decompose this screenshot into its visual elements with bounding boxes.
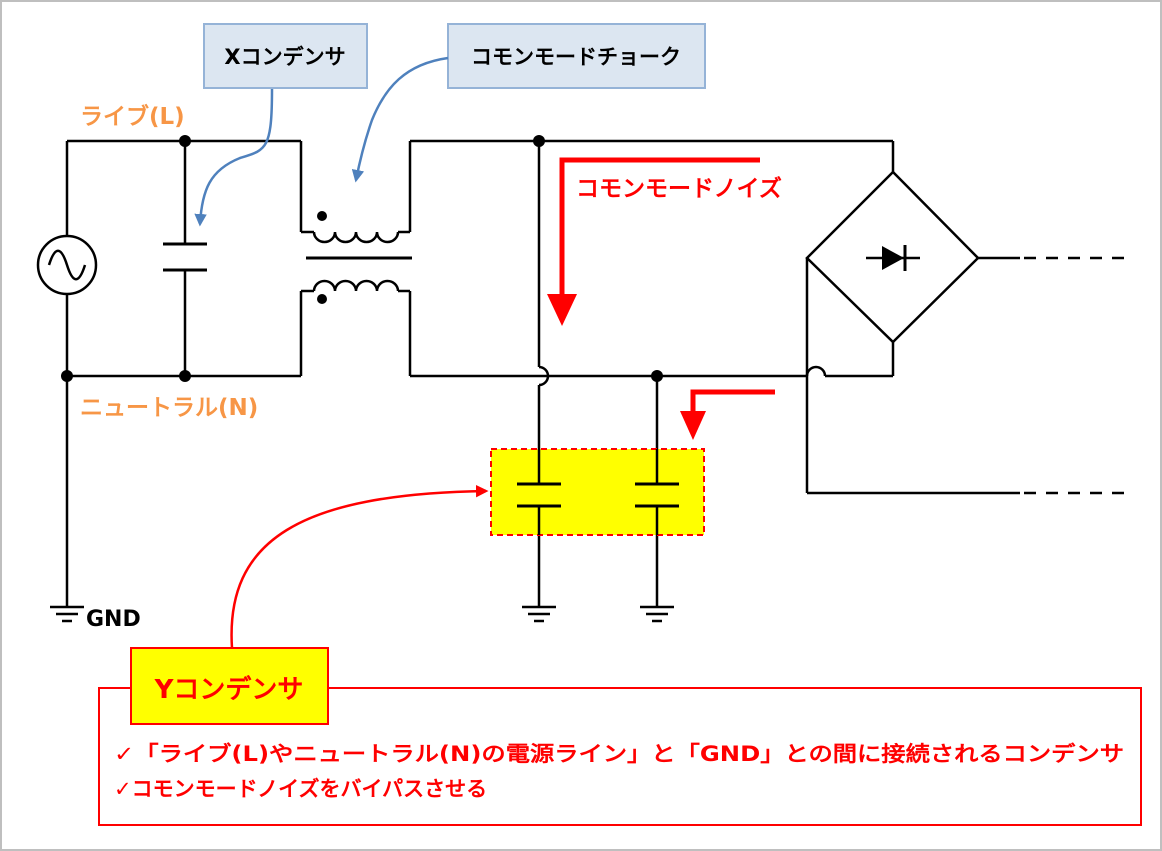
common-mode-noise-label: コモンモードノイズ <box>576 175 782 202</box>
live-label: ライブ(L) <box>80 103 185 130</box>
y-capacitor-note-2: ✓コモンモードノイズをバイパスさせる <box>114 777 487 801</box>
circuit-wires <box>65 139 1020 607</box>
x-capacitor-callout-text: Xコンデンサ <box>224 45 345 69</box>
x-capacitor-pointer-arrow <box>194 88 274 227</box>
choke-pointer-arrow <box>351 56 449 183</box>
y-capacitor-callout <box>130 647 329 725</box>
ground-icon <box>522 605 556 623</box>
ac-source-sine-icon <box>36 234 98 296</box>
junction-dots <box>61 135 663 382</box>
output-dashed-lines <box>1024 256 1130 495</box>
common-mode-choke-symbol <box>306 211 412 304</box>
bridge-rectifier <box>805 170 980 344</box>
common-mode-noise-arrow <box>547 157 760 326</box>
noise-bypass-arrow <box>680 389 775 440</box>
x-capacitor-callout <box>203 23 368 89</box>
y-capacitor-callout-text: Yコンデンサ <box>154 674 304 705</box>
ground-icon <box>640 605 674 623</box>
x-capacitor-symbol <box>163 242 207 272</box>
gnd-label: GND <box>86 607 141 632</box>
neutral-label: ニュートラル(N) <box>80 395 258 421</box>
y-capacitor-highlight <box>490 448 705 536</box>
y-capacitor-pointer-arrow <box>230 484 489 649</box>
ground-icon <box>50 605 84 623</box>
y-capacitor-leads <box>537 449 659 535</box>
common-mode-choke-callout <box>447 23 706 89</box>
diode-icon <box>866 245 920 271</box>
y-capacitor-note-1: ✓「ライブ(L)やニュートラル(N)の電源ライン」と「GND」との間に接続される… <box>114 742 1124 766</box>
common-mode-choke-callout-text: コモンモードチョーク <box>471 45 681 69</box>
